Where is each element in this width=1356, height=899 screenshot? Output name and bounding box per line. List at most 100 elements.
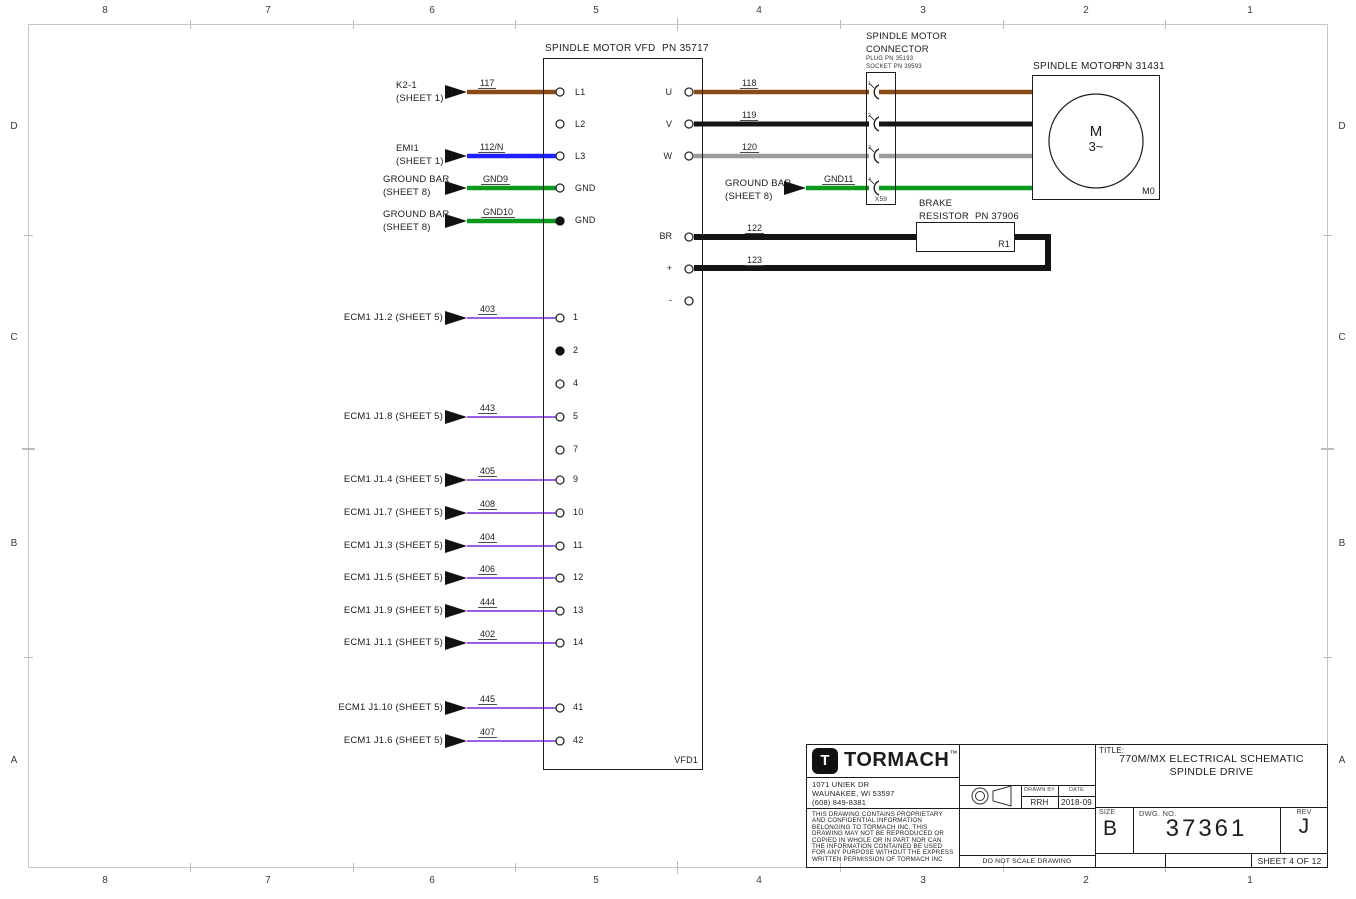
motor-ref: M0 [1142,186,1155,196]
terminal-label-W: W [663,151,673,161]
terminal-label-5: 5 [573,411,579,421]
terminal-label-L3: L3 [575,151,586,161]
terminal-11 [555,541,565,551]
wire-label-120: 120 [740,142,760,153]
zone-tick [515,863,516,872]
wire-label-gnd9: GND9 [481,174,511,185]
company-address: 1071 UNIEK DR WAUNAKEE, WI 53597 (608) 8… [812,780,895,807]
size-label: SIZE [1099,809,1116,816]
terminal-10 [555,508,565,518]
title-block-line [1133,807,1134,853]
terminal-label-4: 4 [573,378,579,388]
source-ecm-j1-7: ECM1 J1.7 (SHEET 5) [343,507,443,518]
source-ground-bar-9: GROUND BAR (SHEET 8) [383,174,450,198]
terminal-label-13: 13 [573,605,584,615]
zone-tick [677,861,678,874]
terminal-GND-a [555,183,565,193]
wire-label-118: 118 [740,78,759,89]
socket-pin-notch [868,146,875,153]
motor-symbol-m: M [1089,123,1103,140]
wire-123 [694,234,1051,271]
wire-label-117: 117 [478,78,497,89]
wire-label-405: 405 [478,466,498,477]
source-ecm-j1-10: ECM1 J1.10 (SHEET 5) [338,702,443,713]
terminal-label-1: 1 [573,312,579,322]
zone-tick [353,863,354,872]
terminal-label-12: 12 [573,572,584,582]
offsheet-arrow [445,701,467,715]
zone-col-label: 1 [1247,875,1253,886]
socket-pin-3-icon [873,148,880,164]
title-block-line [1095,853,1328,854]
connector-pin-4: 4 [868,177,872,183]
source-k2-1: K2-1 (SHEET 1) [396,80,444,104]
wire-label-445: 445 [478,694,498,705]
terminal-BR [684,232,694,242]
zone-col-label: 6 [429,875,435,886]
terminal-label-41: 41 [573,702,584,712]
source-ground-bar-11: GROUND BAR (SHEET 8) [725,178,792,202]
offsheet-arrow [445,571,467,585]
title-block-line [1095,807,1328,808]
wire-label-408: 408 [478,499,498,510]
zone-row-label: C [10,332,18,343]
socket-pin-4-icon [873,180,880,196]
border-top [28,24,1328,25]
wire-label-122: 122 [745,223,765,234]
drawing-title-line1: 770M/MX ELECTRICAL SCHEMATIC [1119,753,1304,765]
zone-col-label: 3 [920,875,926,886]
zone-col-label: 5 [593,5,599,16]
wire-label-112N: 112/N [478,142,506,153]
dwg-no-value: 37361 [1165,815,1248,842]
connector-plug-pn: PLUG PN 35193 [866,56,914,62]
terminal-label-L2: L2 [575,119,586,129]
terminal-label-10: 10 [573,507,584,517]
date-value: 2018-09 [1061,798,1092,807]
rev-label: REV [1296,809,1312,816]
terminal-label-U: U [665,87,673,97]
title-block-line [959,855,1095,856]
offsheet-arrow [445,539,467,553]
connector-pin-1: 1 [868,81,872,87]
motor-box [1032,75,1160,200]
offsheet-arrow [784,181,806,195]
terminal-2 [555,346,565,356]
source-ecm-j1-9: ECM1 J1.9 (SHEET 5) [343,605,443,616]
zone-row-label: A [10,755,18,766]
terminal-GND-b [555,216,565,226]
terminal-L1 [555,87,565,97]
terminal-plus [684,264,694,274]
terminal-L3 [555,151,565,161]
trademark-symbol: ™ [949,749,958,758]
no-scale-note: DO NOT SCALE DRAWING [982,858,1072,865]
zone-col-label: 6 [429,5,435,16]
source-ecm-j1-5: ECM1 J1.5 (SHEET 5) [343,572,443,583]
title-label: TITLE: [1099,746,1125,755]
offsheet-arrow [445,734,467,748]
zone-col-label: 4 [756,875,762,886]
wire-label-123: 123 [745,255,765,266]
motor-title: SPINDLE MOTOR [1033,61,1120,72]
socket-pin-notch [868,178,875,185]
wire-label-gnd11: GND11 [822,174,856,185]
zone-col-label: 3 [920,5,926,16]
brake-resistor-ref: R1 [998,239,1010,249]
terminal-13 [555,606,565,616]
zone-row-label: B [1338,538,1346,549]
tormach-brand: TORMACH™ [844,749,957,772]
source-emi1: EMI1 (SHEET 1) [396,143,444,167]
wire-label-119: 119 [740,110,759,121]
terminal-label-V: V [665,119,672,129]
zone-tick [1003,20,1004,29]
terminal-label-7: 7 [573,444,579,454]
terminal-label-9: 9 [573,474,579,484]
zone-tick [22,448,35,450]
projection-symbol-icon [975,791,985,801]
zone-tick [1321,448,1334,450]
vfd-title: SPINDLE MOTOR VFD [545,43,656,54]
zone-tick [1323,235,1332,236]
zone-tick [677,18,678,31]
zone-col-label: 8 [102,5,108,16]
